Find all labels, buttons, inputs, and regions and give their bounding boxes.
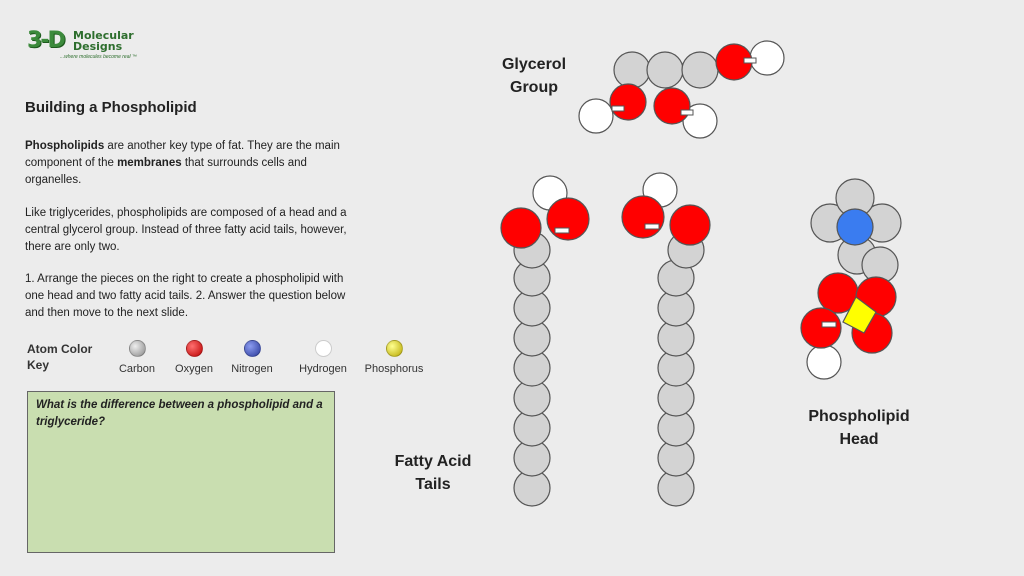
key-item-nitrogen: Nitrogen bbox=[227, 338, 277, 375]
logo-tagline: ...where molecules become real ™ bbox=[60, 54, 137, 60]
key-item-oxygen: Oxygen bbox=[171, 338, 217, 375]
carbon-swatch bbox=[128, 340, 146, 357]
phosphorus-swatch bbox=[385, 340, 403, 357]
fatty-acid-tails-label: Fatty Acid Tails bbox=[394, 453, 472, 493]
logo-name: Molecular Designs bbox=[73, 29, 134, 53]
answer-box[interactable]: What is the difference between a phospho… bbox=[27, 391, 335, 553]
phospholipid-head-label: Phospholipid Head bbox=[808, 408, 910, 448]
logo-mark: 3-D bbox=[27, 28, 66, 53]
key-item-carbon: Carbon bbox=[115, 338, 159, 375]
intro-paragraph: Phospholipids are another key type of fa… bbox=[25, 140, 340, 186]
logo: 3-D Molecular Designs ...where molecules… bbox=[27, 28, 152, 64]
glycerol-label: Glycerol Group bbox=[501, 56, 567, 96]
nitrogen-swatch bbox=[243, 340, 261, 357]
instructions-paragraph: 1. Arrange the pieces on the right to cr… bbox=[25, 273, 346, 319]
oxygen-swatch bbox=[185, 340, 203, 357]
phospholipid-head-piece[interactable] bbox=[800, 178, 902, 380]
fatty-acid-tail-1[interactable] bbox=[500, 175, 590, 507]
hydrogen-swatch bbox=[314, 340, 332, 357]
glycerol-group-piece[interactable] bbox=[578, 40, 785, 139]
question-text: What is the difference between a phospho… bbox=[36, 399, 323, 428]
key-item-hydrogen: Hydrogen bbox=[295, 338, 351, 375]
fatty-acid-tail-2[interactable] bbox=[621, 172, 711, 507]
atom-color-key: Atom Color Key Carbon Oxygen Nitrogen Hy… bbox=[25, 338, 435, 380]
color-key-title: Atom Color Key bbox=[27, 342, 93, 372]
key-item-phosphorus: Phosphorus bbox=[362, 338, 426, 375]
slide-title: Building a Phospholipid bbox=[25, 99, 197, 116]
composition-paragraph: Like triglycerides, phospholipids are co… bbox=[25, 207, 347, 253]
